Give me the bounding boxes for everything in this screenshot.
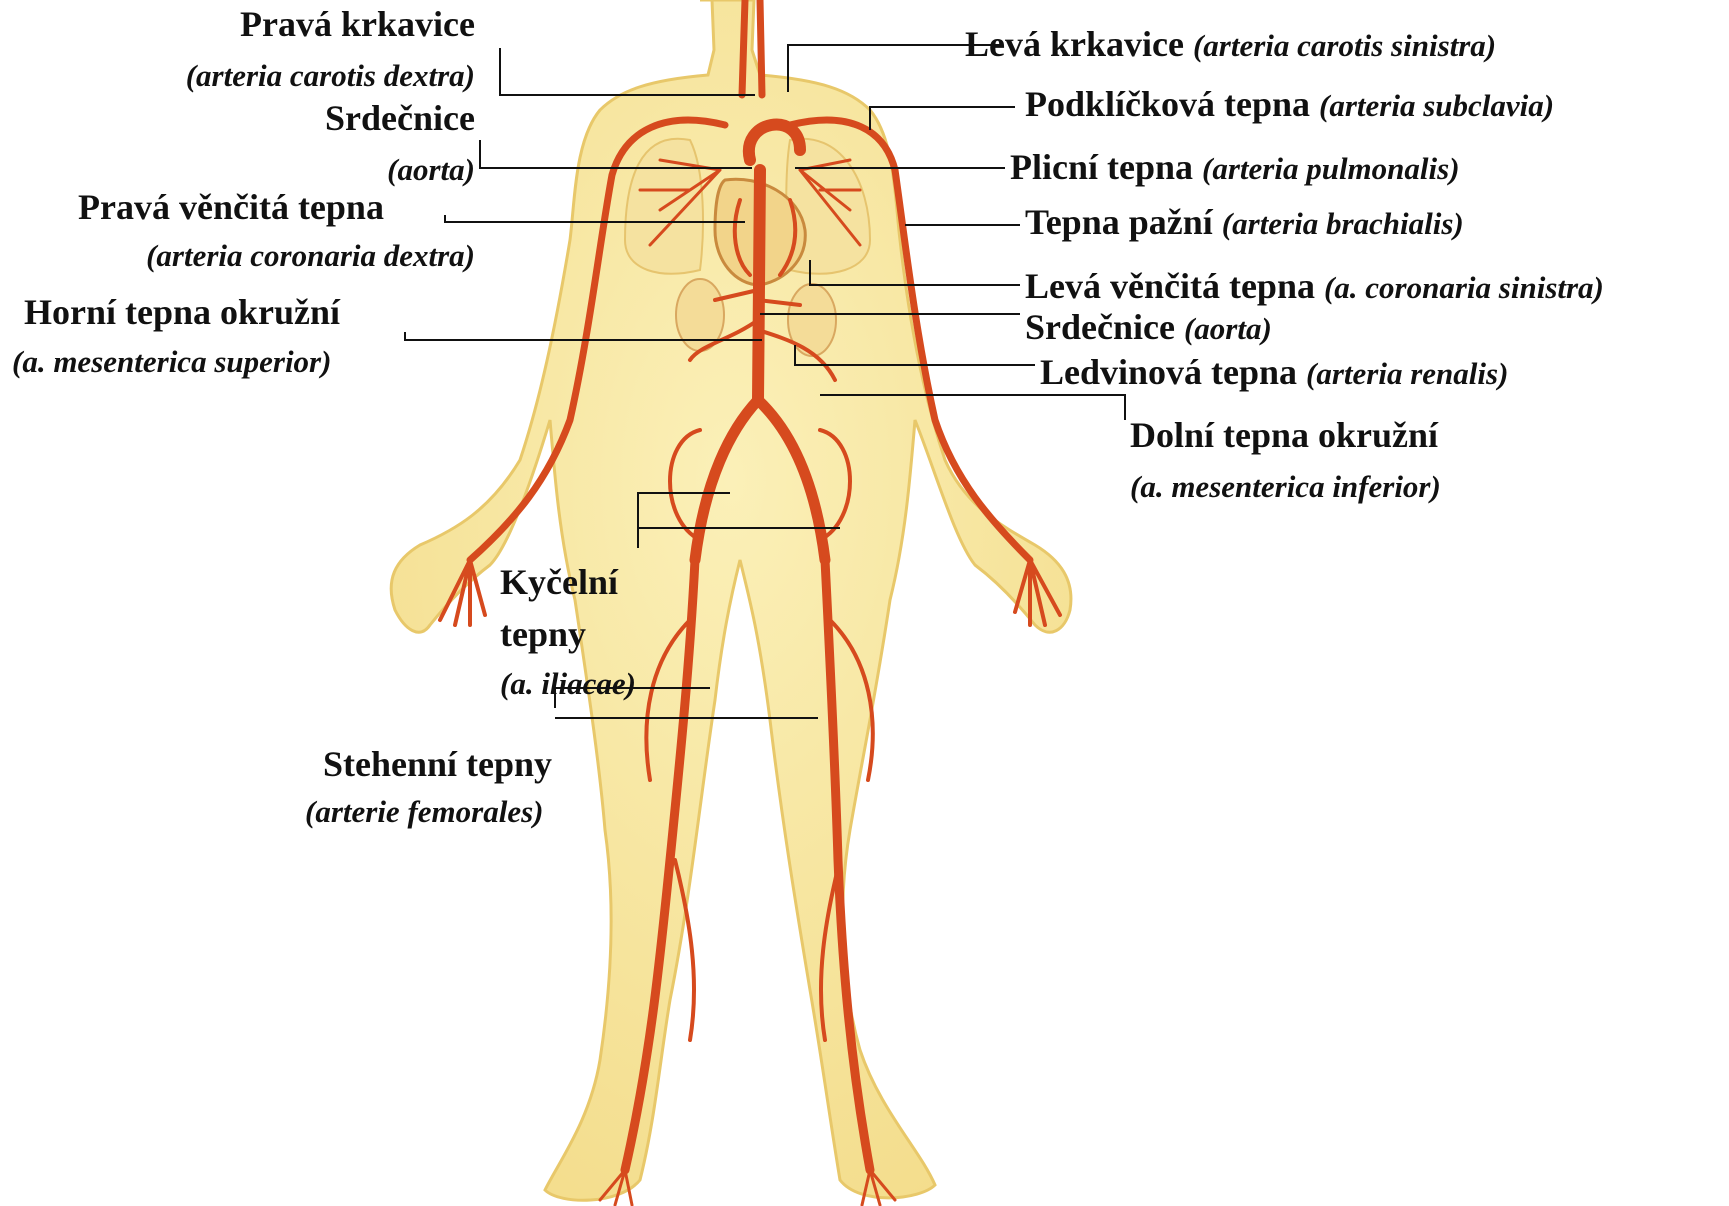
label-podklickova-name: Podklíčková tepna: [1025, 84, 1310, 124]
label-leva-vencita-name: Levá věnčitá tepna: [1025, 266, 1315, 306]
label-srdecnice-mid-lat: (aorta): [1184, 311, 1272, 346]
label-prava-vencita-latin: (arteria coronaria dextra): [146, 234, 475, 278]
label-pazni: Tepna pažní (arteria brachialis): [1025, 200, 1464, 246]
label-prava-krkavice-lat: (arteria carotis dextra): [186, 54, 475, 98]
label-stehenni-lat: (arterie femorales): [305, 790, 543, 834]
label-prava-krkavice: Pravá krkavice: [240, 2, 475, 46]
label-podklickova: Podklíčková tepna (arteria subclavia): [1025, 82, 1554, 128]
label-kycelni: Kyčelní: [500, 560, 618, 604]
label-srdecnice-mid: Srdečnice (aorta): [1025, 305, 1272, 351]
label-prava-vencita: Pravá věnčitá tepna: [78, 185, 384, 229]
label-horni-okruzni-lat: (a. mesenterica superior): [12, 340, 331, 384]
label-kycelni-2: tepny: [500, 612, 586, 656]
label-plicni-lat: (arteria pulmonalis): [1202, 151, 1460, 186]
label-kycelni-lat: (a. iliacae): [500, 662, 636, 706]
label-srdecnice-top-lat: (aorta): [387, 148, 475, 192]
label-srdecnice-top: Srdečnice: [325, 96, 475, 140]
label-kycelni-line1: Kyčelní: [500, 560, 618, 604]
label-srdecnice-mid-name: Srdečnice: [1025, 307, 1175, 347]
label-plicni: Plicní tepna (arteria pulmonalis): [1010, 145, 1460, 191]
label-ledvinova-lat: (arteria renalis): [1306, 356, 1508, 391]
label-leva-krkavice-name: Levá krkavice: [965, 24, 1184, 64]
label-horni-okruzni-latin: (a. mesenterica superior): [12, 340, 331, 384]
label-stehenni-latin: (arterie femorales): [305, 790, 543, 834]
label-leva-krkavice-lat: (arteria carotis sinistra): [1193, 28, 1496, 63]
label-horni-okruzni-name: Horní tepna okružní: [24, 290, 340, 334]
label-srdecnice-top-latin: (aorta): [387, 148, 475, 192]
label-stehenni-name: Stehenní tepny: [323, 742, 552, 786]
label-srdecnice-top-name: Srdečnice: [325, 96, 475, 140]
label-prava-krkavice-name: Pravá krkavice: [240, 2, 475, 46]
label-prava-vencita-name: Pravá věnčitá tepna: [78, 185, 384, 229]
label-horni-okruzni: Horní tepna okružní: [24, 290, 340, 334]
label-pazni-name: Tepna pažní: [1025, 202, 1213, 242]
label-prava-vencita-lat: (arteria coronaria dextra): [146, 234, 475, 278]
label-stehenni: Stehenní tepny: [323, 742, 552, 786]
label-leva-vencita-lat: (a. coronaria sinistra): [1324, 270, 1604, 305]
label-ledvinova: Ledvinová tepna (arteria renalis): [1040, 350, 1508, 396]
label-ledvinova-name: Ledvinová tepna: [1040, 352, 1297, 392]
label-prava-krkavice-latin: (arteria carotis dextra): [186, 54, 475, 98]
label-podklickova-lat: (arteria subclavia): [1319, 88, 1554, 123]
label-dolni-okruzni: Dolní tepna okružní: [1130, 413, 1438, 457]
label-dolni-okruzni-name: Dolní tepna okružní: [1130, 413, 1438, 457]
label-kycelni-line2: tepny: [500, 612, 586, 656]
label-dolni-okruzni-latin: (a. mesenterica inferior): [1130, 465, 1441, 509]
label-plicni-name: Plicní tepna: [1010, 147, 1193, 187]
label-leva-vencita: Levá věnčitá tepna (a. coronaria sinistr…: [1025, 264, 1604, 310]
label-leva-krkavice: Levá krkavice (arteria carotis sinistra): [965, 22, 1496, 68]
label-kycelni-latin: (a. iliacae): [500, 662, 636, 706]
label-dolni-okruzni-lat: (a. mesenterica inferior): [1130, 465, 1441, 509]
label-pazni-lat: (arteria brachialis): [1222, 206, 1464, 241]
